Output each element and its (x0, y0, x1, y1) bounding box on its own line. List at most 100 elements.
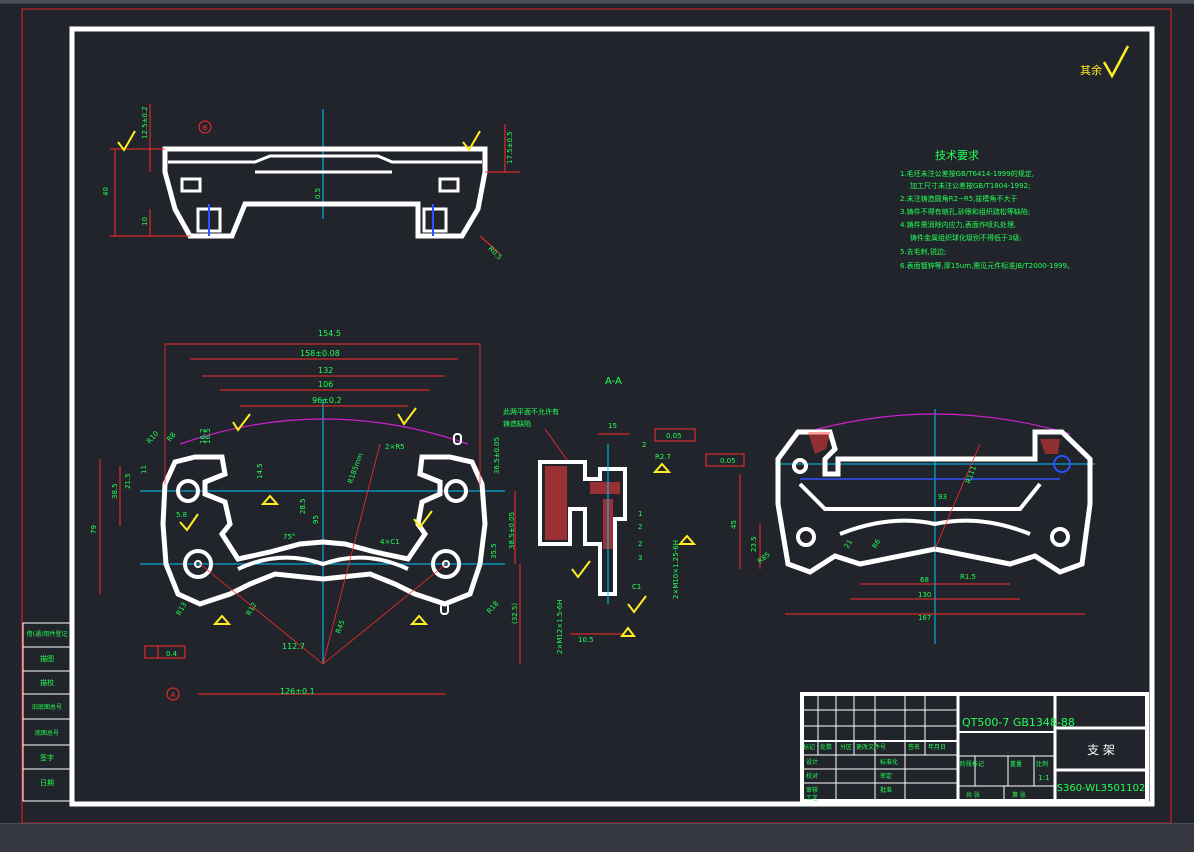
top-dim: 12.5±0.2 (141, 106, 149, 139)
front-dim: R185mm (346, 452, 364, 485)
header-cell: 标记 (803, 743, 815, 751)
tech-req-line: 铸件金属组织球化级别不得低于3级; (910, 233, 1022, 242)
right-head: 阶段标记 (960, 760, 984, 768)
section-note: 此两平面不允许有 (503, 407, 559, 416)
left-strip-cell: 借(通)用件登记 (27, 630, 68, 638)
right-dim: R111 (964, 465, 978, 485)
status-bar (0, 823, 1194, 852)
right-dim: 167 (918, 614, 931, 622)
front-dim: 106 (318, 380, 333, 389)
section-dim: 15 (608, 422, 617, 430)
front-dim: R8 (165, 431, 177, 443)
front-dim: 21.5 (124, 473, 132, 489)
front-dim: 4×C1 (380, 538, 400, 546)
front-dim: 2×R5 (385, 443, 405, 451)
left-strip-cell: 旧底图总号 (32, 703, 62, 711)
mid-label: 标准化 (880, 758, 898, 766)
front-dim: 35.5 (490, 543, 498, 559)
section-dim: 1 (638, 510, 642, 518)
front-dim: 154.5 (318, 329, 341, 338)
front-dim: R18 (485, 600, 500, 616)
section-dim: 2 (638, 523, 642, 531)
section-dim: 2 (638, 540, 642, 548)
section-dim: 2×M12×1.5-6H (556, 599, 564, 654)
section-dim: 2×M10×1.25-6H (672, 540, 680, 599)
right-dim: 23.5 (750, 536, 758, 552)
right-head: 比例 (1036, 760, 1048, 768)
top-dim: R0.5 (487, 245, 504, 262)
right-view: 93 R111 45 23.5 R85 21 R6 68 130 167 R1.… (730, 409, 1095, 644)
datum-b-label: B (203, 124, 208, 132)
front-dim: 38.5±0.05 (508, 512, 516, 549)
row-label: 工艺 (806, 794, 818, 802)
section-dim: 2 (642, 441, 646, 449)
right-dim: R1.5 (960, 573, 976, 581)
mid-label: 批准 (880, 786, 892, 794)
front-view: 154.5 158±0.08 132 106 96±0.2 2×R5 R185m… (90, 329, 521, 701)
front-dim: R45 (334, 619, 346, 635)
row-label: 校对 (806, 772, 818, 780)
right-dim: R6 (871, 537, 883, 550)
right-dim: 21 (843, 538, 854, 550)
front-dim: 75° (283, 533, 295, 541)
right-dim: 93 (938, 493, 947, 501)
top-dim: 10 (141, 217, 149, 226)
section-dim: 3 (638, 554, 642, 562)
drawing-svg: 借(通)用件登记 描图 描校 旧底图总号 底图总号 签字 日期 其余 技术要求 … (21, 8, 1172, 824)
sheet-number: 第 张 (1012, 791, 1026, 799)
front-dim: 16.2 (199, 428, 207, 444)
section-dim: 0.05 (666, 432, 682, 440)
top-dim: 40 (102, 187, 110, 196)
left-strip-cell: 描图 (40, 654, 54, 663)
front-dim: R12 (245, 601, 259, 617)
part-name: 支 架 (1087, 743, 1115, 757)
sheet-total: 共 张 (966, 791, 980, 799)
header-cell: 更改文件号 (856, 743, 886, 751)
section-dim: 10.5 (578, 636, 594, 644)
row-label: 设计 (806, 758, 818, 766)
header-cell: 分区 (840, 743, 852, 751)
tech-req-line: 1.毛坯未注公差按GB/T6414-1999的规定, (900, 169, 1034, 178)
front-dim: 14.5 (256, 463, 264, 479)
front-dim: (32.5) (511, 603, 519, 624)
tech-req-line: 4.铸件需消除内应力,表面作喷丸处理, (900, 220, 1016, 229)
general-roughness-mark: 其余 (1080, 45, 1130, 79)
drawing-number: S360-WL3501102 (1057, 783, 1146, 794)
right-dim: 68 (920, 576, 929, 584)
scale-value: 1:1 (1038, 774, 1049, 782)
top-dim: 17.5±0.5 (506, 131, 514, 164)
front-dim: R10 (145, 430, 160, 446)
top-view: 40 12.5±0.2 10 17.5±0.5 0.5 R0.5 B (102, 104, 520, 262)
cad-drawing-canvas[interactable]: 借(通)用件登记 描图 描校 旧底图总号 底图总号 签字 日期 其余 技术要求 … (0, 3, 1194, 824)
front-dim: 112.7 (282, 642, 305, 651)
header-cell: 处数 (820, 743, 832, 751)
technical-requirements: 技术要求 1.毛坯未注公差按GB/T6414-1999的规定, 加工尺寸未注公差… (900, 149, 1074, 270)
mid-label: 审定 (880, 772, 892, 780)
tech-req-line: 2.未注铸造圆角R2~R5,拔模角不大于 (900, 194, 1017, 203)
front-dim: 158±0.08 (300, 349, 340, 358)
section-a-a: A-A 此两平面不允许有 铸造缺陷 15 0.05 2 R2.7 0.05 C1… (503, 376, 745, 654)
front-dim: R13 (175, 601, 189, 617)
header-cell: 年月日 (928, 743, 946, 751)
outer-border (21, 8, 1172, 824)
tech-req-line: 6.表面镀锌等,厚15um,需见元件标准JB/T2000-1999。 (900, 261, 1074, 270)
datum-a-label: A (171, 691, 176, 699)
tech-req-line: 3.铸件不得有缩孔,砂眼和组织疏松等缺陷; (900, 207, 1030, 216)
section-dim: 0.05 (720, 457, 736, 465)
front-dim: 38.5 (111, 483, 119, 499)
right-dim: 130 (918, 591, 931, 599)
front-dim: 11 (140, 465, 148, 474)
front-dim: 0.4 (166, 650, 178, 658)
front-dim: 16.5 (204, 428, 212, 444)
tech-req-line: 5.去毛刺,锐边; (900, 247, 946, 256)
left-strip-cell: 底图总号 (35, 729, 59, 737)
left-strip-table: 借(通)用件登记 描图 描校 旧底图总号 底图总号 签字 日期 (22, 622, 72, 802)
row-label: 审核 (806, 786, 818, 794)
section-label: A-A (605, 376, 622, 387)
section-dim: R2.7 (655, 453, 671, 461)
left-strip-cell: 日期 (40, 779, 54, 787)
section-note: 铸造缺陷 (503, 419, 531, 428)
material-label: QT500-7 GB1348-88 (962, 716, 1075, 729)
front-dim: 5.8 (176, 511, 187, 519)
drawing-frame (69, 26, 1155, 807)
